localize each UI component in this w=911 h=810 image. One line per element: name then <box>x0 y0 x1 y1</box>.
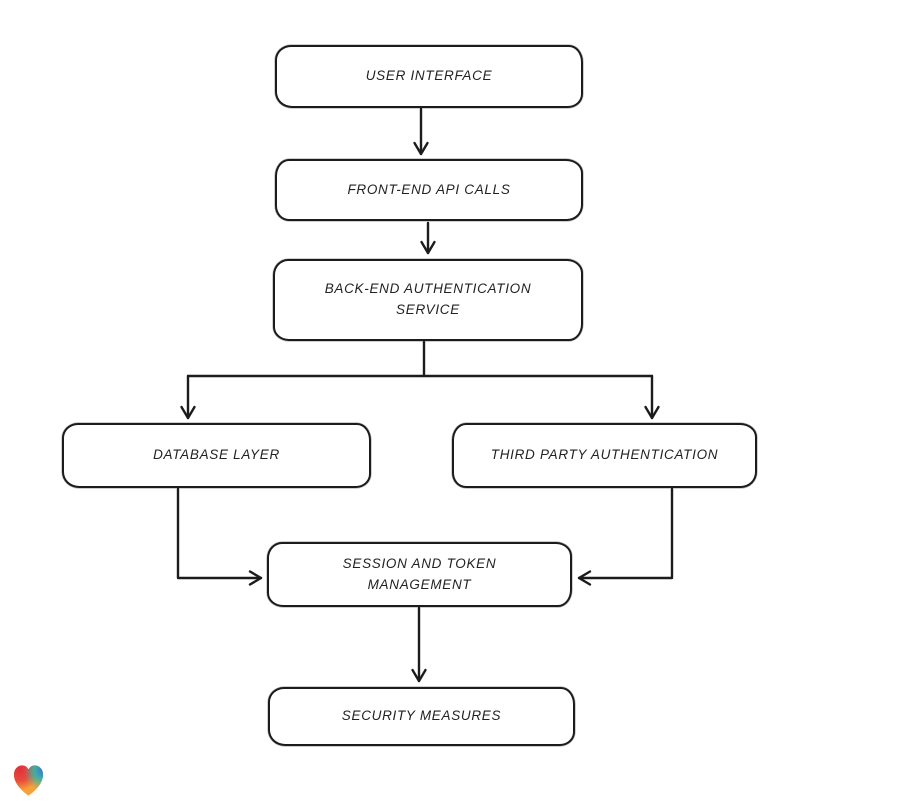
node-back-end-authentication-service[interactable]: BACK-END AUTHENTICATION SERVICE <box>273 259 583 341</box>
node-third-party-authentication-label: THIRD PARTY AUTHENTICATION <box>490 447 719 463</box>
node-session-and-token-management-label: SESSION AND TOKEN MANAGEMENT <box>342 555 497 592</box>
node-security-measures-label: SECURITY MEASURES <box>341 708 502 724</box>
node-database-layer[interactable]: DATABASE LAYER <box>62 423 371 488</box>
node-session-and-token-management[interactable]: SESSION AND TOKEN MANAGEMENT <box>267 542 572 607</box>
node-user-interface-label: USER INTERFACE <box>365 68 493 84</box>
eraser-heart-logo[interactable] <box>11 762 46 799</box>
node-database-layer-label: DATABASE LAYER <box>153 447 280 463</box>
heart-icon <box>13 765 44 796</box>
node-front-end-api-calls-label: FRONT-END API CALLS <box>347 181 511 197</box>
edge-thirdparty-to-session <box>577 487 674 586</box>
node-user-interface[interactable]: USER INTERFACE <box>275 45 583 108</box>
node-third-party-authentication[interactable]: THIRD PARTY AUTHENTICATION <box>452 423 757 488</box>
node-front-end-api-calls[interactable]: FRONT-END API CALLS <box>275 159 583 221</box>
node-back-end-authentication-service-label: BACK-END AUTHENTICATION SERVICE <box>324 281 532 317</box>
edge-database-to-session <box>176 487 263 586</box>
node-security-measures[interactable]: SECURITY MEASURES <box>268 687 575 746</box>
